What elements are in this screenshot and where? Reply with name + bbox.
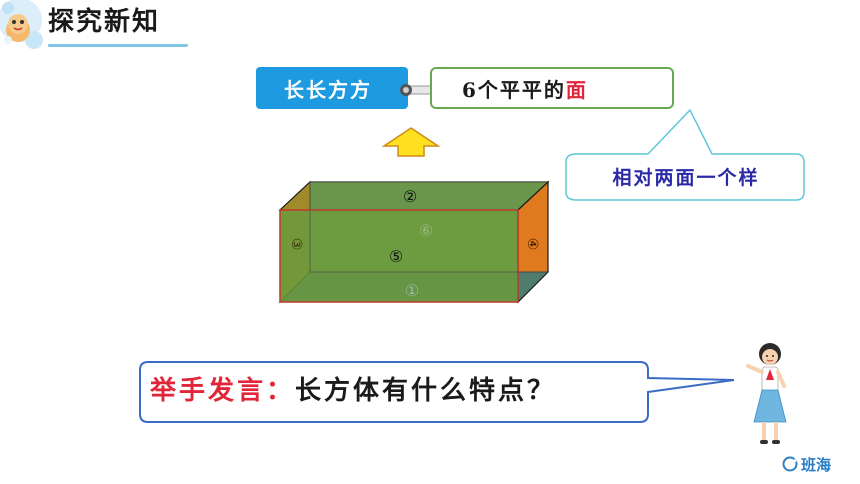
brand-logo-icon xyxy=(782,456,798,472)
question-text: 举手发言：长方体有什么特点？ xyxy=(150,364,650,412)
header-decoration xyxy=(0,0,43,49)
cuboid-face-front xyxy=(279,209,519,303)
brand-text: 班海 xyxy=(801,455,832,474)
title-underline xyxy=(48,44,188,47)
cuboid-label: 长长方方 xyxy=(256,67,408,109)
faces-prefix: 6个平平的 xyxy=(462,77,566,102)
question-body: 长方体有什么特点？ xyxy=(295,375,557,406)
face-label-front: ⑤ xyxy=(389,247,403,266)
page-title: 探究新知 xyxy=(48,7,161,37)
brand-watermark: 班海 xyxy=(782,452,831,476)
student-girl-illustration xyxy=(746,343,787,444)
face-label-top: ② xyxy=(403,187,417,206)
question-prefix: 举手发言： xyxy=(150,375,296,406)
callout-text: 相对两面一个样 xyxy=(612,166,760,189)
face-label-right: ④ xyxy=(524,238,540,251)
up-arrow-icon xyxy=(382,127,440,157)
faces-description: 6个平平的面 xyxy=(430,67,674,109)
face-label-left: ③ xyxy=(288,238,304,251)
face-label-back: ⑥ xyxy=(419,221,433,240)
face-label-bottom: ① xyxy=(405,281,419,300)
cuboid-diagram: ② ⑥ ⑤ ① ③ ④ xyxy=(278,180,550,304)
faces-highlight: 面 xyxy=(565,77,588,102)
